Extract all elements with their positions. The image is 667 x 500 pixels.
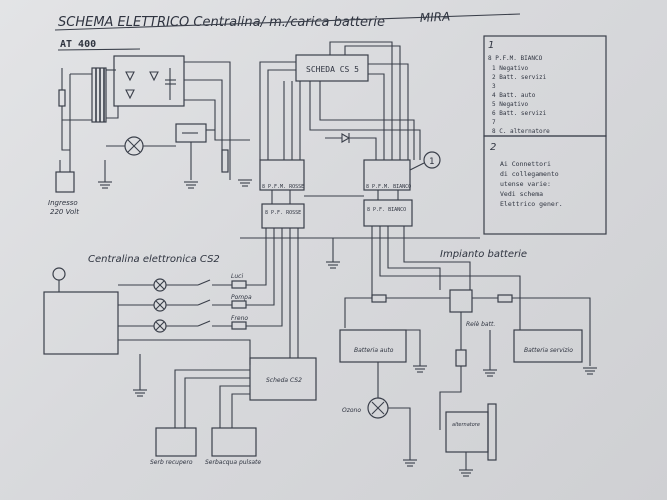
- ground-icon: [238, 179, 252, 187]
- connector-mid-left-label: 8 P.F. ROSSE: [265, 210, 301, 216]
- lamp-icon: [153, 319, 167, 333]
- alternatore-pulley: [487, 403, 497, 461]
- legend-2-line: Ai Connettori: [500, 160, 551, 168]
- legend-1-item: 6 Batt. servizi: [492, 110, 547, 117]
- legend-1-header: 8 P.F.M. BIANCO: [488, 55, 543, 62]
- fuse-icon: [497, 294, 513, 303]
- batteria-auto-box: [339, 329, 407, 363]
- ground-icon: [184, 181, 198, 189]
- pompa-label: Pompa: [231, 294, 252, 301]
- diagram-title: SCHEMA ELETTRICO Centralina/ m./carica b…: [58, 15, 385, 30]
- ground-icon: [326, 261, 340, 269]
- connector-top-left: [259, 159, 305, 191]
- brand-logo: MIRA: [419, 9, 450, 25]
- serb-recupero-label: Serb recupero: [150, 459, 193, 466]
- scheda-cs2-label: Scheda CS2: [266, 377, 302, 384]
- legend-2-number: 2: [490, 142, 496, 153]
- input-volts: 220 Volt: [50, 208, 79, 216]
- lamp-icon: [153, 278, 167, 292]
- rectifier-block: [113, 55, 185, 107]
- scheda-cs5-box: [295, 54, 369, 82]
- ground-icon: [133, 389, 147, 397]
- lamp-icon: [153, 298, 167, 312]
- fan-icon: [124, 136, 144, 156]
- impianto-heading: Impianto batterie: [440, 249, 527, 260]
- connector-top-left-label: 8 P.F.M. ROSSE: [262, 184, 304, 190]
- fuse-icon: [231, 321, 247, 330]
- fuse-icon: [58, 89, 66, 107]
- freno-label: Freno: [231, 315, 248, 322]
- plug-icon: [55, 160, 75, 193]
- legend-2-line: utense varie:: [500, 180, 551, 188]
- ground-icon: [413, 365, 427, 373]
- scheda-cs5-label: SCHEDA CS 5: [306, 65, 359, 74]
- fuse-icon: [221, 149, 229, 173]
- ground-icon: [403, 459, 417, 467]
- legend-1-item: 1 Negativo: [492, 65, 529, 72]
- ground-icon: [98, 181, 112, 189]
- legend-1-box: [483, 35, 607, 137]
- input-label: Ingresso: [48, 199, 78, 207]
- relay-icon: [175, 123, 207, 143]
- legend-1-item: 7: [492, 119, 496, 126]
- serb-recupero-box: [155, 427, 197, 457]
- ground-icon: [583, 367, 597, 375]
- luci-label: Luci: [231, 273, 243, 280]
- legend-1-item: 4 Batt. auto: [492, 92, 536, 99]
- alternatore-box: [445, 411, 489, 453]
- rele-label: Relè batt.: [466, 321, 495, 328]
- legend-1-item: 5 Negativo: [492, 101, 529, 108]
- scheda-cs2-box: [249, 357, 317, 401]
- legend-1-item: 8 C. alternatore: [492, 128, 550, 135]
- rele-icon: [449, 289, 473, 313]
- ozono-icon: [367, 397, 389, 419]
- legend-2-line: Vedi schema: [500, 190, 543, 198]
- title-underline: [54, 13, 521, 31]
- centralina-heading: Centralina elettronica CS2: [88, 254, 220, 265]
- legend-2-line: di collegamento: [500, 170, 559, 178]
- model-label: AT 400: [60, 39, 96, 50]
- transformer: [91, 67, 107, 123]
- legend-1-item: 2 Batt. servizi: [492, 74, 547, 81]
- control-unit-box: [43, 291, 119, 355]
- motor-icon: [52, 267, 66, 281]
- ozono-label: Ozono: [342, 407, 361, 414]
- alternatore-label: alternatore: [452, 422, 480, 428]
- fuse-icon: [371, 294, 387, 303]
- legend-1-item: 3: [492, 83, 496, 90]
- switch-icon: [197, 279, 211, 327]
- legend-1-number: 1: [488, 40, 494, 51]
- batteria-servizio-label: Batteria servizio: [524, 347, 573, 354]
- serbacqua-box: [211, 427, 257, 457]
- connector-mid-right-label: 8 P.F. BIANCO: [367, 207, 406, 213]
- fuse-icon: [231, 300, 247, 309]
- diode-icon: [341, 133, 351, 143]
- fuse-icon: [231, 280, 247, 289]
- callout-number: 1: [429, 157, 434, 167]
- legend-2-line: Elettrico gener.: [500, 200, 563, 208]
- connector-top-right-label: 8 P.F.M. BIANCO: [366, 184, 411, 190]
- connector-mid-right: [363, 199, 413, 227]
- connector-top-right: [363, 159, 411, 191]
- serbacqua-label: Serbacqua pulsate: [205, 459, 261, 466]
- callout-marker: [409, 151, 441, 171]
- ground-icon: [483, 369, 497, 377]
- model-underline: [57, 48, 141, 51]
- legend-2-box: [483, 135, 607, 235]
- batteria-auto-label: Batteria auto: [354, 347, 394, 354]
- fuse-icon: [455, 349, 467, 367]
- connector-mid-left: [261, 203, 305, 229]
- batteria-servizio-box: [513, 329, 583, 363]
- ground-icon: [459, 469, 473, 477]
